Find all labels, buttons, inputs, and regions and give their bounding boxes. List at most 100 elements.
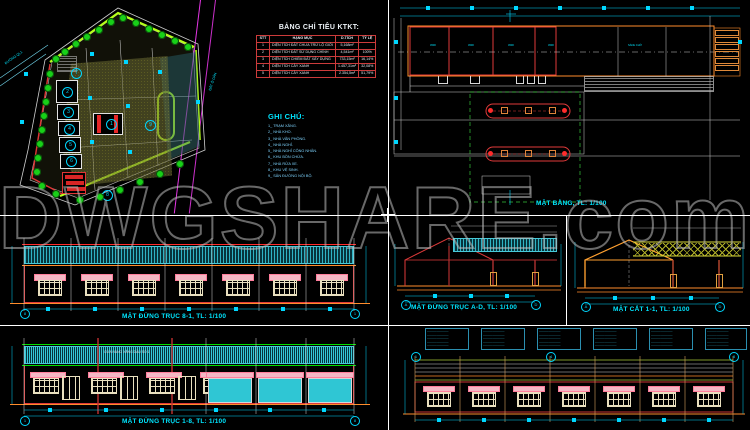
site-tree [61,48,69,56]
cell-item: DIỆN TÍCH CHIẾM ĐẤT XÂY DỰNG [269,55,336,64]
elev-detail-window [517,392,541,407]
cell-stt: 5 [256,69,270,78]
site-label-7: 7 [71,68,82,79]
viewport-floor-plan[interactable]: 4500 4500 4500 4500 SẢNH CHỜ MẶT BẰNG, T… [388,0,750,215]
note-item: 6_ KHU BỒN CHỨA. [268,155,304,160]
viewport-elevation-8-1[interactable]: 8 1 MẶT ĐỨNG TRỤC 8-1, TL: 1/100 [0,216,388,324]
site-tree [40,112,48,120]
cell-ratio [358,41,377,50]
site-tree [34,154,42,162]
elev18-axis-bubble-8: 8 [350,416,360,426]
viewport-divider-horizontal [0,215,750,216]
caption-elevation-a-d: MẶT ĐỨNG TRỤC A-D, TL: 1/100 [411,304,518,311]
note-block-text: ————————— ————————— ————————— ————————— … [483,330,505,348]
site-tree [36,140,44,148]
caption-elevation-8-1: MẶT ĐỨNG TRỤC 8-1, TL: 1/100 [122,313,227,320]
note-block [537,328,581,350]
elev-detail-geometry [403,356,745,422]
dim-node [234,307,238,311]
elev18-lintel [206,372,254,378]
plan-pump [488,151,493,156]
col-item: HẠNG MỤC [269,35,336,43]
site-tree [119,14,127,22]
notes-list: 1_ TRẠM XĂNG.2_ NHÀ KHO.3_ NHÀ VĂN PHÒNG… [268,123,317,179]
plan-module-row [715,37,739,43]
dim-node [617,418,621,422]
viewport-legend[interactable]: BẢNG CHỈ TIÊU KTKT: STT HẠNG MỤC D.TÍCH … [248,0,388,215]
elev18-roof-top [22,344,356,345]
plan-module-row [715,58,739,64]
elev-detail-window [472,392,496,407]
note-block-text: ————————— ————————— ————————— ————————— … [651,330,673,348]
elev-detail-window [562,392,586,407]
elev-detail-window [697,392,721,407]
viewport-elevation-detail[interactable]: ————————— ————————— ————————— ————————— … [389,326,750,430]
viewport-section-1-1[interactable]: A D MẶT CẮT 1-1, TL: 1/100 [567,216,750,324]
dim-node [527,418,531,422]
elev-detail-window [607,392,631,407]
elev-detail-lintel [693,386,725,392]
elev81-window [273,280,297,296]
viewport-elevation-1-8[interactable]: CỬA HÀNG XĂNG DẦU SỐ 1 [0,330,388,430]
elev-detail-lintel [558,386,590,392]
elev-detail-lintel [513,386,545,392]
dim-node [394,96,398,100]
elev81-window [226,280,250,296]
site-tank-1 [65,175,83,179]
elev18-lintel [30,372,66,378]
site-label-9: 9 [145,120,156,131]
plan-dim-4: 4500 [548,44,554,47]
cell-ratio: 51,79% [358,69,377,78]
site-tree [44,84,52,92]
section-bubble-d: D [715,302,725,312]
site-tree [96,193,104,201]
plan-room-note: SẢNH CHỜ [628,44,642,47]
viewport-site-plan[interactable]: 1 2 3 4 5 6 7 8 9 [0,0,248,215]
site-tree [46,70,54,78]
caption-elevation-1-8: MẶT ĐỨNG TRỤC 1-8, TL: 1/100 [122,418,227,425]
dim-node [689,296,693,300]
dim-node [90,140,94,144]
note-item: 1_ TRẠM XĂNG. [268,124,297,128]
cell-item: DIỆN TÍCH CÂY XANH [269,69,336,78]
note-item: 3_ NHÀ VĂN PHÒNG. [268,136,307,141]
dim-node [469,294,473,298]
elev-ad-footing-a [490,272,497,286]
plan-pump [501,107,508,114]
dim-node [46,307,50,311]
site-tree [38,126,46,134]
site-tree [136,178,144,186]
dim-node [394,40,398,44]
plan-dim-2: 4500 [468,44,474,47]
elev81-eave [22,265,356,266]
site-hatch-block [57,56,77,72]
section-footing-a [670,274,677,288]
elev18-signboard-text: CỬA HÀNG XĂNG DẦU SỐ 1 [104,350,150,354]
elev-ad-bubble-d: D [531,300,541,310]
elev18-shutter [258,378,302,403]
elev18-roof [24,346,354,364]
indicator-table-block: BẢNG CHỈ TIÊU KTKT: STT HẠNG MỤC D.TÍCH … [256,24,382,78]
note-item: 9_ SÂN ĐƯỜNG NỘI BỘ. [268,174,313,178]
viewport-elevation-a-d[interactable]: A D MẶT ĐỨNG TRỤC A-D, TL: 1/100 [389,216,567,324]
elev18-axis-bubble-1: 1 [20,416,30,426]
site-tree [184,43,192,51]
dim-node [281,307,285,311]
elev81-axis-bubble-8: 8 [20,309,30,319]
dim-node [613,296,617,300]
elev18-window [33,378,59,394]
elev-detail-bubble-left: 1 [411,352,421,362]
dim-node [572,418,576,422]
caption-section-1-1: MẶT CẮT 1-1, TL: 1/100 [613,306,690,313]
site-tank-2 [66,181,84,185]
dim-node [268,408,272,412]
dim-node [160,408,164,412]
note-block [481,328,525,350]
plan-hatched-slab [584,76,714,92]
elev81-roof [24,246,354,264]
cell-stt: 4 [256,62,270,71]
note-item: 5_ NHÀ NGHỈ CÔNG NHÂN. [268,149,318,153]
caption-floor-plan: MẶT BẰNG, TL: 1/100 [536,200,607,207]
